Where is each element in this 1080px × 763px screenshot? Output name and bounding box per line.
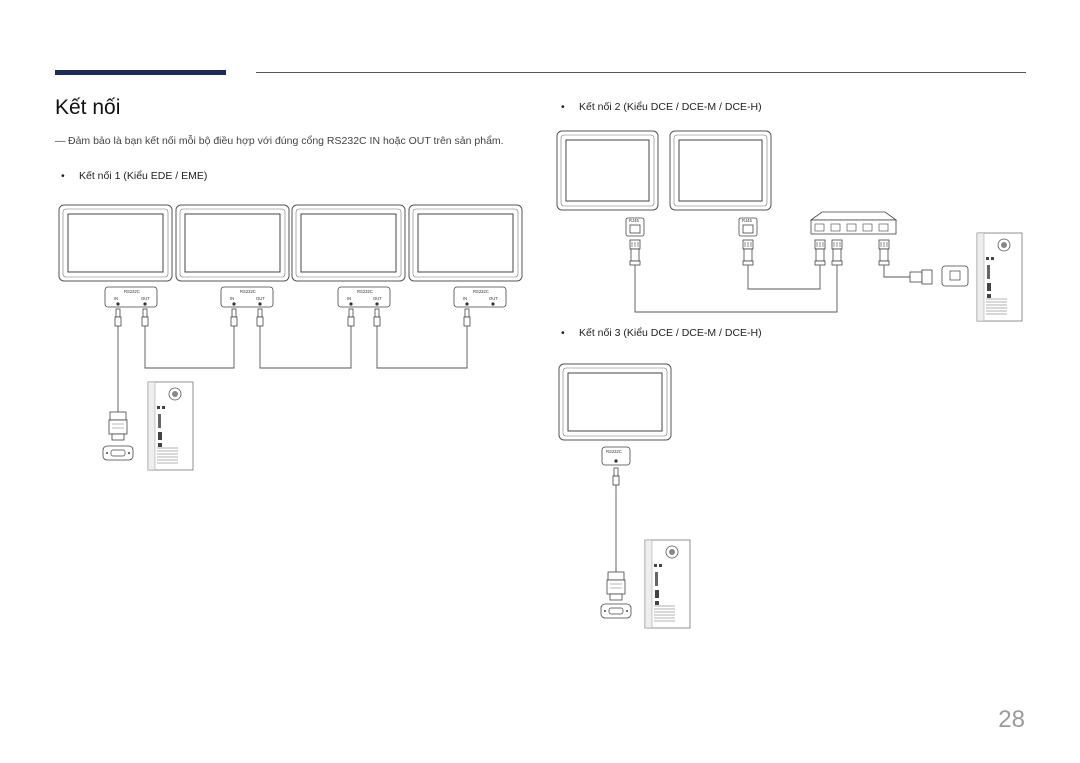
section-label: Kết nối 2 (Kiểu DCE / DCE-M / DCE-H)	[579, 101, 762, 113]
stereo-jack	[256, 308, 264, 334]
rs232c-port-panel: RS232C IN OUT	[337, 286, 391, 308]
section-label: Kết nối 1 (Kiểu EDE / EME)	[79, 170, 208, 182]
bullet-dot: •	[561, 327, 565, 339]
db9-connector	[108, 411, 128, 441]
in-label: IN	[463, 296, 467, 301]
diagram-connection-2: RJ45 RJ45	[556, 130, 1023, 322]
page-title: Kết nối	[55, 96, 121, 119]
rj45-plug	[831, 239, 843, 266]
display-monitor	[175, 204, 290, 282]
out-label: OUT	[141, 296, 150, 301]
db9-connector	[606, 571, 626, 601]
in-label: IN	[230, 296, 234, 301]
section-connection-1: • Kết nối 1 (Kiểu EDE / EME)	[61, 170, 207, 182]
display-monitor	[58, 204, 173, 282]
pc-tower	[644, 539, 691, 629]
pc-serial-port	[102, 445, 134, 461]
display-monitor	[556, 130, 659, 211]
page-number: 28	[998, 706, 1025, 733]
out-label: OUT	[489, 296, 498, 301]
rj45-label: RJ45	[742, 218, 752, 223]
display-monitor	[408, 204, 523, 282]
rj45-plug-horizontal	[909, 269, 933, 285]
rj45-label: RJ45	[629, 218, 639, 223]
bullet-dot: •	[61, 170, 65, 182]
rs232c-label: RS232C	[124, 289, 140, 294]
stereo-jack	[114, 308, 122, 334]
pc-tower	[976, 232, 1023, 322]
stereo-jack	[373, 308, 381, 334]
lan-cables	[634, 265, 910, 313]
note: ― Đảm bảo là bạn kết nối mỗi bộ điều hợp…	[55, 134, 525, 149]
diagram-connection-3: RS232C	[558, 363, 691, 629]
rs232c-cables	[117, 333, 468, 412]
rs232c-label: RS232C	[357, 289, 373, 294]
rs232c-label: RS232C	[240, 289, 256, 294]
rs232c-port-panel: RS232C IN OUT	[453, 286, 507, 308]
stereo-jack	[347, 308, 355, 334]
diagram-connection-1: RS232C IN OUT RS232C IN OUT RS232C IN OU…	[58, 204, 523, 471]
stereo-jack	[141, 308, 149, 334]
network-hub	[809, 211, 898, 235]
note-text: Đảm bảo là bạn kết nối mỗi bộ điều hợp v…	[68, 135, 504, 147]
rs232c-port-panel: RS232C IN OUT	[104, 286, 158, 308]
rj45-port: RJ45	[738, 217, 758, 237]
rj45-plug	[629, 239, 641, 266]
out-label: OUT	[256, 296, 265, 301]
stereo-jack	[230, 308, 238, 334]
rs232c-port-panel: RS232C	[601, 446, 631, 466]
rj45-port: RJ45	[625, 217, 645, 237]
note-mark: ―	[55, 135, 66, 147]
out-label: OUT	[373, 296, 382, 301]
display-monitor	[558, 363, 672, 441]
rj45-plug	[814, 239, 826, 266]
rs232c-label: RS232C	[606, 449, 622, 454]
pc-lan-port	[941, 265, 969, 287]
section-connection-2: • Kết nối 2 (Kiểu DCE / DCE-M / DCE-H)	[561, 101, 762, 113]
header-rule	[256, 72, 1026, 73]
section-label: Kết nối 3 (Kiểu DCE / DCE-M / DCE-H)	[579, 327, 762, 339]
in-label: IN	[114, 296, 118, 301]
in-label: IN	[347, 296, 351, 301]
rj45-plug	[742, 239, 754, 266]
stereo-jack	[463, 308, 471, 334]
pc-serial-port	[600, 603, 632, 619]
section-connection-3: • Kết nối 3 (Kiểu DCE / DCE-M / DCE-H)	[561, 327, 762, 339]
display-monitor	[669, 130, 772, 211]
stereo-jack	[612, 467, 620, 493]
pc-tower	[147, 381, 194, 471]
rs232c-port-panel: RS232C IN OUT	[220, 286, 274, 308]
rj45-plug	[878, 239, 890, 266]
bullet-dot: •	[561, 101, 565, 113]
display-monitor	[291, 204, 406, 282]
header-accent-bar	[55, 70, 226, 75]
rs232c-label: RS232C	[473, 289, 489, 294]
